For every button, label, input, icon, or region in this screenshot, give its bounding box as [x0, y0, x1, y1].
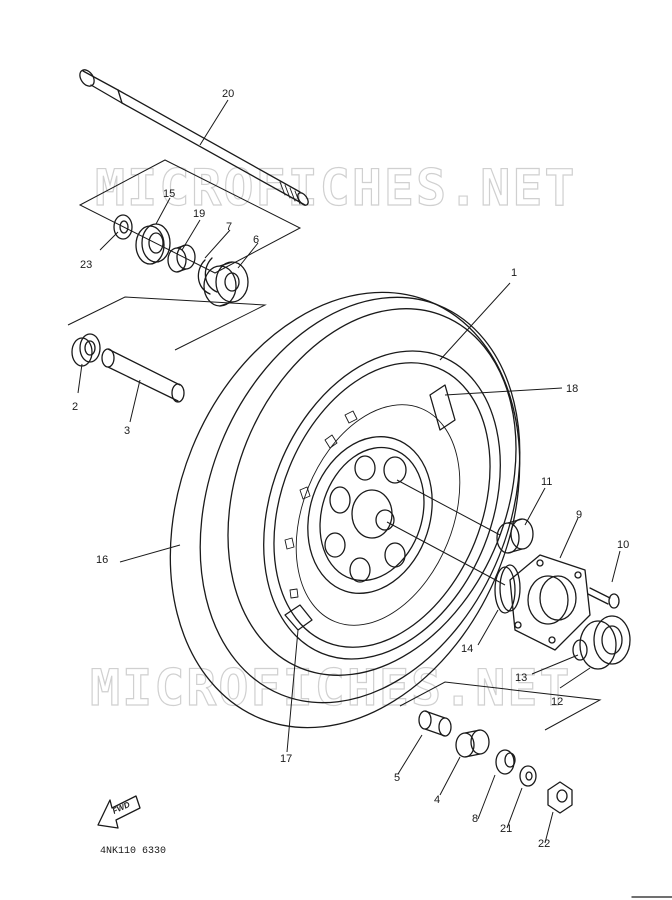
leader-lines: [77, 99, 621, 844]
bearing-4: [455, 729, 490, 758]
valve-17: [284, 604, 313, 631]
callout-6: 6: [253, 234, 259, 246]
callout-16: 16: [96, 554, 108, 566]
upper-group-box: [78, 159, 302, 274]
wheel-hub: [307, 436, 433, 594]
collar-11: [496, 518, 534, 554]
lower-group-box: [399, 681, 602, 731]
callout-17: 17: [280, 753, 292, 765]
bearing-6: [203, 261, 249, 307]
callout-8: 8: [472, 813, 478, 825]
oil-seal-23: [113, 214, 133, 240]
spacer-5: [418, 710, 452, 737]
callout-4: 4: [434, 794, 440, 806]
clip-7: [197, 257, 218, 295]
assembly-lines: [386, 479, 506, 586]
fwd-arrow-icon: FWD: [97, 795, 141, 829]
callout-7: 7: [226, 221, 232, 233]
callout-10: 10: [617, 539, 629, 551]
nut-22: [547, 781, 573, 814]
o-ring-14: [494, 564, 521, 614]
callout-14: 14: [461, 643, 473, 655]
wheel-rim: [263, 350, 501, 660]
callout-1: 1: [511, 267, 517, 279]
callout-23: 23: [80, 259, 92, 271]
callout-19: 19: [193, 208, 205, 220]
bearing-13: [572, 639, 588, 661]
oil-seal-15: [135, 223, 171, 265]
callout-13: 13: [515, 672, 527, 684]
callout-9: 9: [576, 509, 582, 521]
callout-11: 11: [541, 476, 552, 488]
callout-2: 2: [72, 401, 78, 413]
oil-seal-12: [579, 615, 631, 670]
sprocket-hub-9: [509, 554, 591, 651]
watermark-bottom: MICROFICHES.NET: [90, 659, 572, 717]
watermark-top: MICROFICHES.NET: [95, 159, 577, 217]
callout-15: 15: [163, 188, 175, 200]
bearing-2: [71, 333, 101, 367]
callout-12: 12: [551, 696, 563, 708]
spacer-3: [101, 348, 185, 403]
callout-20: 20: [222, 88, 234, 100]
valve-18: [429, 384, 456, 431]
bearing-8: [495, 749, 516, 775]
callout-21: 21: [500, 823, 512, 835]
callout-3: 3: [124, 425, 130, 437]
middle-group-box: [67, 296, 267, 351]
hub-damper-slots: [284, 410, 358, 599]
collar-19: [167, 244, 196, 273]
washer-21: [519, 765, 537, 787]
callout-22: 22: [538, 838, 550, 850]
axle: [79, 69, 309, 206]
callout-18: 18: [566, 383, 578, 395]
callout-5: 5: [394, 772, 400, 784]
bolt-10: [587, 587, 620, 609]
diagram-code: 4NK110 6330: [100, 846, 166, 857]
